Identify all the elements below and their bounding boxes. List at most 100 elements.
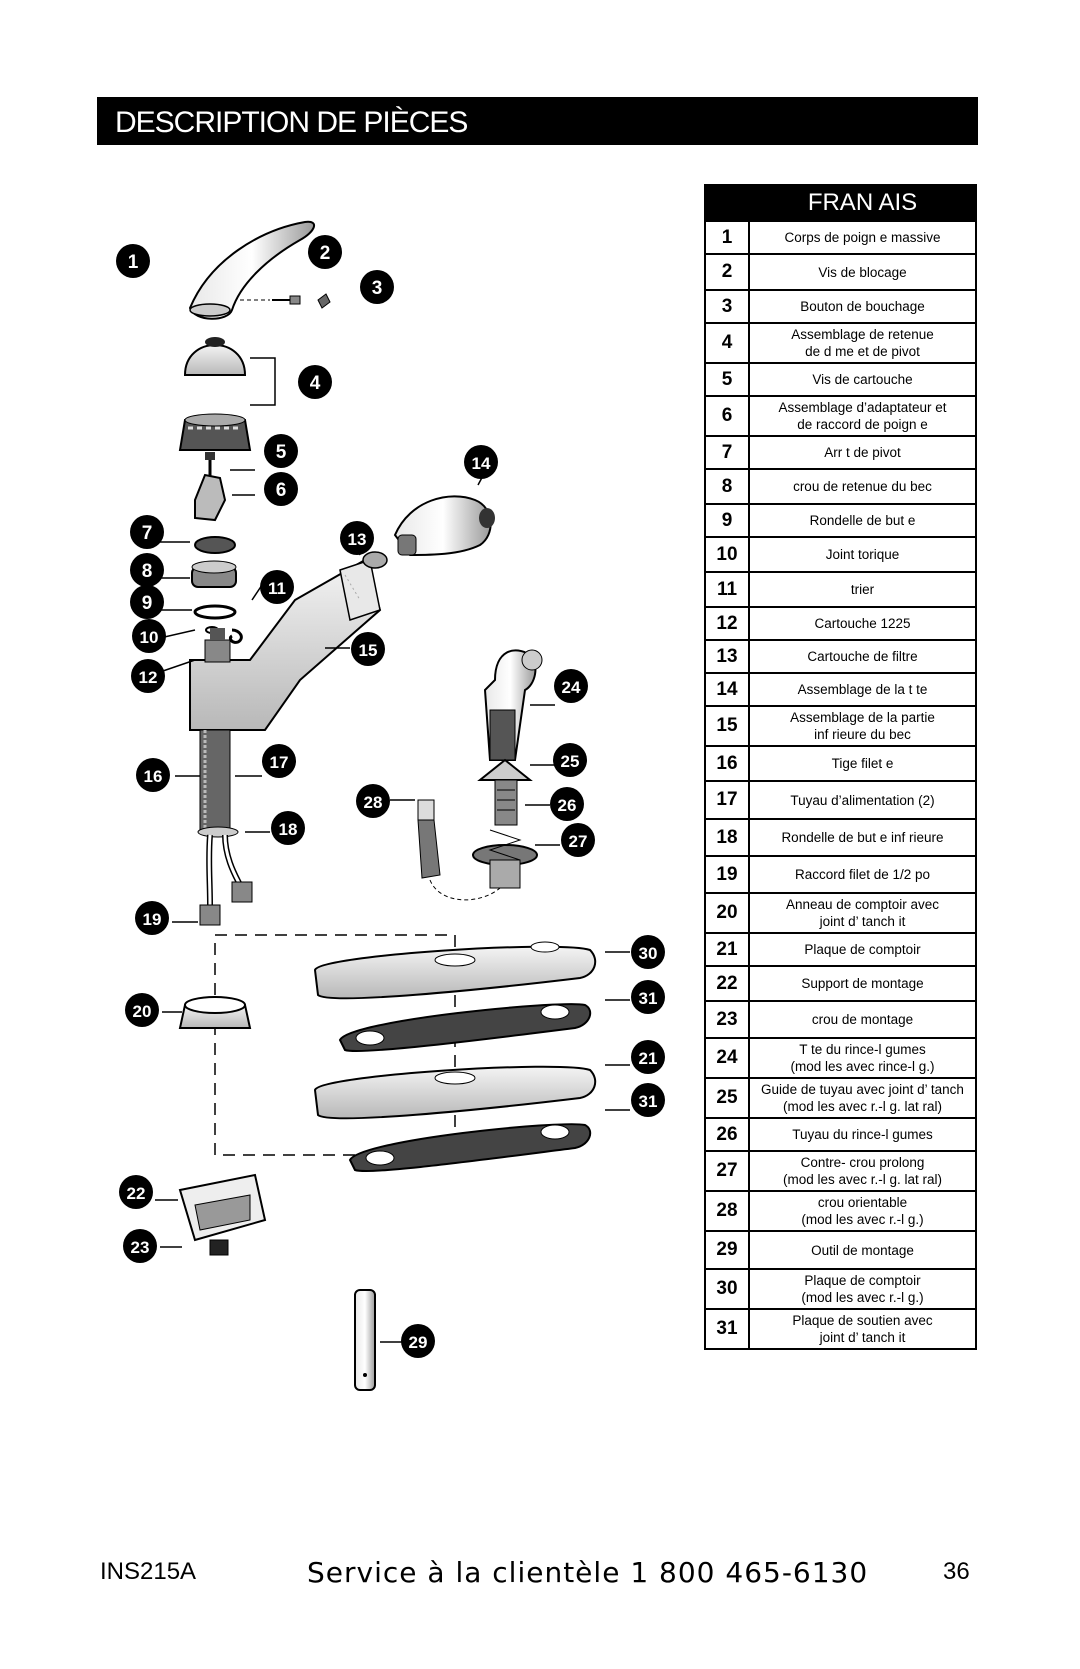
part-description: Assemblage de la partie inf rieure du be…	[748, 705, 977, 747]
part-description: crou de montage	[748, 1000, 977, 1039]
part-number: 26	[704, 1117, 750, 1152]
svg-text:15: 15	[359, 641, 378, 660]
part-description: Rondelle de but e	[748, 503, 977, 538]
callout-20: 20	[125, 993, 159, 1027]
part-description: Tuyau du rince-l gumes	[748, 1117, 977, 1152]
table-header-language: FRAN AIS	[748, 184, 977, 222]
plug-button-part	[317, 293, 331, 309]
part-number: 19	[704, 855, 750, 894]
table-header-blank	[704, 184, 750, 222]
part-number: 18	[704, 818, 750, 857]
callout-28: 28	[356, 784, 390, 818]
side-sprayer-part	[483, 649, 555, 761]
part-description: Corps de poign e massive	[748, 220, 977, 255]
svg-text:27: 27	[569, 832, 588, 851]
callout-5: 5	[264, 434, 298, 468]
part-description: Tige filet e	[748, 745, 977, 782]
svg-text:16: 16	[144, 767, 163, 786]
part-description: Joint torique	[748, 536, 977, 573]
part-description: Arr t de pivot	[748, 435, 977, 470]
customer-service-line: Service à la clientèle 1 800 465-6130	[307, 1556, 869, 1589]
part-description: Bouton de bouchage	[748, 289, 977, 324]
page-footer: INS215A Service à la clientèle 1 800 465…	[0, 1556, 1080, 1598]
clip-part	[228, 628, 243, 644]
handle-body-part	[188, 220, 315, 320]
callout-29: 29	[401, 1324, 435, 1358]
svg-text:3: 3	[372, 278, 383, 299]
part-number: 28	[704, 1190, 750, 1232]
part-number: 6	[704, 395, 750, 437]
section-title: DESCRIPTION DE PIÈCES	[115, 106, 468, 139]
svg-text:25: 25	[561, 752, 580, 771]
callout-27: 27	[561, 823, 595, 857]
part-description: trier	[748, 571, 977, 608]
part-number: 16	[704, 745, 750, 782]
svg-text:30: 30	[639, 944, 658, 963]
callout-3: 3	[360, 270, 394, 304]
svg-text:24: 24	[562, 678, 581, 697]
svg-text:8: 8	[142, 561, 153, 582]
part-number: 25	[704, 1077, 750, 1119]
callout-9: 9	[130, 585, 164, 619]
callout-8: 8	[130, 553, 164, 587]
spout-nut-part	[160, 560, 237, 588]
part-description: Outil de montage	[748, 1230, 977, 1270]
callout-2: 2	[308, 235, 342, 269]
part-number: 10	[704, 536, 750, 573]
svg-text:14: 14	[472, 454, 491, 473]
part-description: Assemblage de retenue de d me et de pivo…	[748, 322, 977, 364]
part-number: 22	[704, 965, 750, 1002]
callout-23: 23	[123, 1229, 157, 1263]
part-number: 15	[704, 705, 750, 747]
svg-text:23: 23	[131, 1238, 150, 1257]
callout-31: 31	[631, 980, 665, 1014]
callout-7: 7	[130, 515, 164, 549]
part-number: 17	[704, 780, 750, 820]
callout-21: 21	[631, 1040, 665, 1074]
o-ring-part	[159, 626, 219, 639]
callout-31b: 31	[631, 1083, 665, 1117]
part-number: 20	[704, 892, 750, 934]
part-description: Raccord filet de 1/2 po	[748, 855, 977, 894]
callout-11: 11	[260, 570, 294, 604]
part-description: crou de retenue du bec	[748, 468, 977, 505]
callout-17: 17	[262, 744, 296, 778]
adapter-part	[194, 473, 255, 522]
gasket-plate-part-2	[348, 1109, 630, 1172]
gasket-plate-part	[338, 999, 630, 1052]
svg-text:28: 28	[364, 793, 383, 812]
mounting-tool-part	[354, 1289, 402, 1391]
swivel-nut-part	[390, 799, 501, 901]
svg-text:6: 6	[276, 480, 287, 501]
part-description: Cartouche de filtre	[748, 639, 977, 674]
svg-text:7: 7	[142, 523, 153, 544]
svg-text:1: 1	[128, 252, 139, 273]
exploded-parts-diagram: 1 2 3 4 5 6 7 8 9 10 11 12 13 14 15 16 1…	[0, 160, 700, 1510]
part-number: 1	[704, 220, 750, 255]
callout-30: 30	[631, 935, 665, 969]
part-number: 30	[704, 1268, 750, 1310]
spray-head-part	[393, 471, 495, 557]
part-description: Plaque de soutien avec joint d’ tanch it	[748, 1308, 977, 1350]
callout-1: 1	[116, 244, 150, 278]
